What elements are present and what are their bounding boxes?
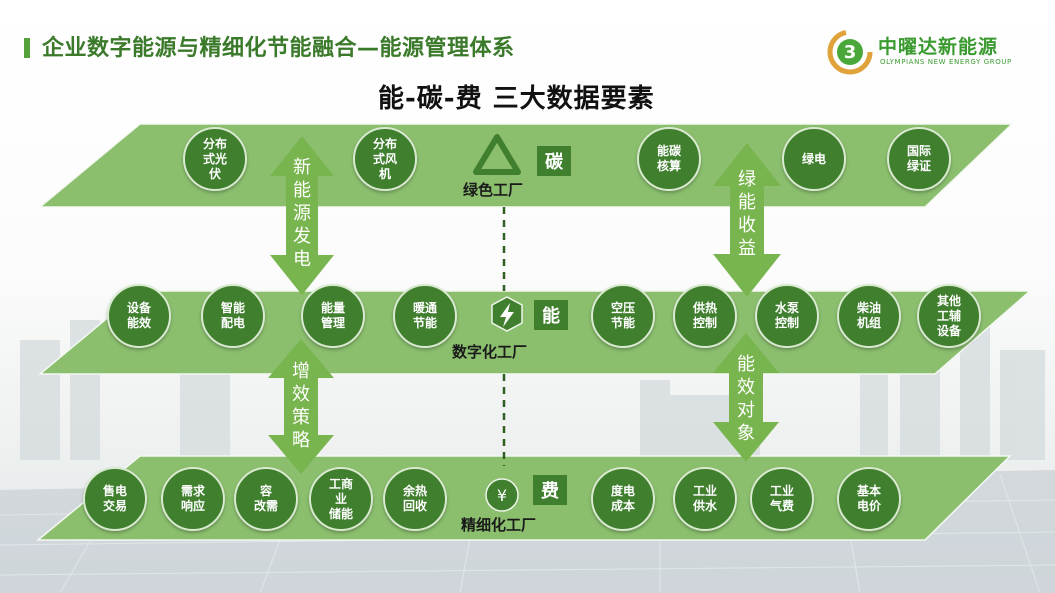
node-energy-management: 能量 管理 [301, 284, 365, 348]
node-international-green-cert: 国际 绿证 [887, 127, 951, 191]
node-capacity-to-demand: 容 改需 [234, 467, 298, 531]
arrow-green-income [713, 143, 781, 297]
node-green-power: 绿电 [782, 127, 846, 191]
arrow-label-efficiency: 增 效 策 略 [292, 361, 310, 451]
title-accent-bar [24, 38, 30, 58]
node-air-compressor-saving: 空压 节能 [591, 284, 655, 348]
arrow-energy-target [713, 333, 779, 462]
plane-top [37, 123, 1014, 208]
node-industrial-gas-cost: 工业 气费 [750, 467, 814, 531]
lightning-hexagon-icon [491, 296, 523, 332]
node-smart-distribution: 智能 配电 [201, 284, 265, 348]
arrow-label-green-income: 绿 能 收 益 [738, 169, 756, 259]
node-kwh-cost: 度电 成本 [591, 467, 655, 531]
node-industrial-water: 工业 供水 [673, 467, 737, 531]
page-title: 企业数字能源与精细化节能融合—能源管理体系 [42, 36, 515, 61]
node-diesel-unit: 柴油 机组 [837, 284, 901, 348]
node-waste-heat-recovery: 余热 回收 [383, 467, 447, 531]
badge-carbon: 碳 [537, 146, 571, 176]
arrow-new-energy [270, 136, 334, 295]
layer-label-green-factory: 绿色工厂 [463, 181, 524, 199]
node-power-trading: 售电 交易 [83, 467, 147, 531]
node-distributed-wind: 分布 式风 机 [353, 127, 417, 191]
node-equipment-efficiency: 设备 能效 [107, 284, 171, 348]
yen-circle-icon: ¥ [485, 478, 519, 512]
node-demand-response: 需求 响应 [161, 467, 225, 531]
company-logo: 3 [827, 29, 873, 75]
badge-cost: 费 [533, 475, 567, 505]
node-hvac-saving: 暖通 节能 [393, 284, 457, 348]
arrow-label-energy-target: 能 效 对 象 [737, 354, 755, 444]
arrow-label-new-energy: 新 能 源 发 电 [293, 157, 311, 270]
recycle-triangle-icon [473, 134, 521, 175]
layer-label-lean-factory: 精细化工厂 [461, 516, 537, 534]
node-other-aux-equipment: 其他 工辅 设备 [917, 284, 981, 348]
page-subtitle: 能-碳-费 三大数据要素 [378, 84, 655, 114]
logo-tagline: OLYMPIANS NEW ENERGY GROUP [880, 58, 1012, 66]
node-heating-control: 供热 控制 [673, 284, 737, 348]
node-pump-control: 水泵 控制 [755, 284, 819, 348]
logo-mark: 3 [844, 42, 857, 63]
node-carbon-accounting: 能碳 核算 [637, 127, 701, 191]
node-basic-tariff: 基本 电价 [837, 467, 901, 531]
badge-energy: 能 [534, 300, 568, 330]
node-ci-storage: 工商 业 储能 [309, 467, 373, 531]
layer-label-digital-factory: 数字化工厂 [452, 343, 528, 361]
logo-name: 中曜达新能源 [878, 36, 999, 58]
arrow-efficiency [268, 339, 334, 474]
svg-text:¥: ¥ [497, 486, 507, 505]
node-distributed-pv: 分布 式光 伏 [183, 127, 247, 191]
